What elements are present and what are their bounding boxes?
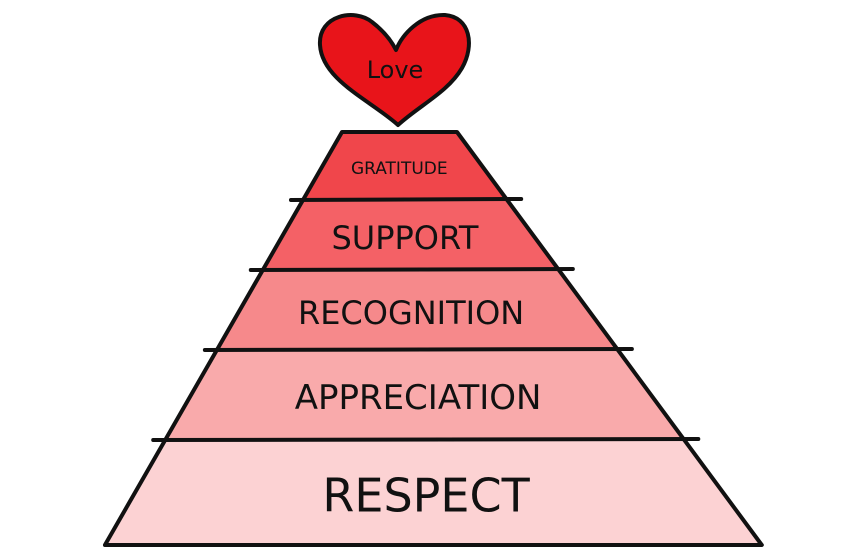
level-divider xyxy=(202,347,634,352)
pyramid-level-label: RECOGNITION xyxy=(298,294,524,332)
pyramid-level-support xyxy=(262,200,559,270)
heart-label: Love xyxy=(367,56,424,84)
pyramid-level-label: APPRECIATION xyxy=(295,378,542,418)
level-divider xyxy=(151,437,701,442)
pyramid-outline xyxy=(102,130,764,547)
heart-icon xyxy=(317,12,471,127)
pyramid-level-label: RESPECT xyxy=(322,469,530,523)
pyramid-level-label: SUPPORT xyxy=(331,219,478,257)
level-divider xyxy=(288,197,524,202)
pyramid-level-label: GRATITUDE xyxy=(351,159,448,179)
level-divider xyxy=(248,267,575,272)
heart: Love xyxy=(317,12,471,127)
pyramid-level-appreciation xyxy=(165,350,685,440)
pyramid-level-respect xyxy=(104,440,762,545)
pyramid-level-recognition xyxy=(216,270,618,350)
pyramid-level-gratitude xyxy=(302,132,508,200)
